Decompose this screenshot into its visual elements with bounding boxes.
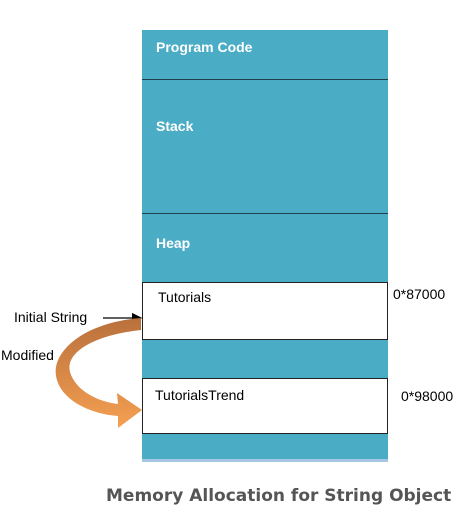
initial-string-value: Tutorials	[158, 289, 212, 305]
initial-string-address: 0*87000	[393, 286, 446, 302]
divider-program-stack	[142, 79, 388, 80]
modified-string-box	[142, 378, 388, 434]
initial-string-label: Initial String	[14, 309, 88, 325]
segment-stack: Stack	[156, 118, 194, 134]
modified-curved-arrow	[55, 318, 142, 428]
segment-heap: Heap	[156, 235, 191, 251]
diagram-caption: Memory Allocation for String Object	[106, 486, 452, 506]
modified-string-value: TutorialsTrend	[155, 387, 245, 403]
initial-string-box	[142, 282, 388, 340]
segment-program-code: Program Code	[156, 39, 253, 55]
divider-stack-heap	[142, 213, 388, 214]
memory-bottom-edge	[142, 459, 388, 462]
modified-string-address: 0*98000	[401, 388, 454, 404]
modified-label: Modified	[1, 347, 54, 363]
